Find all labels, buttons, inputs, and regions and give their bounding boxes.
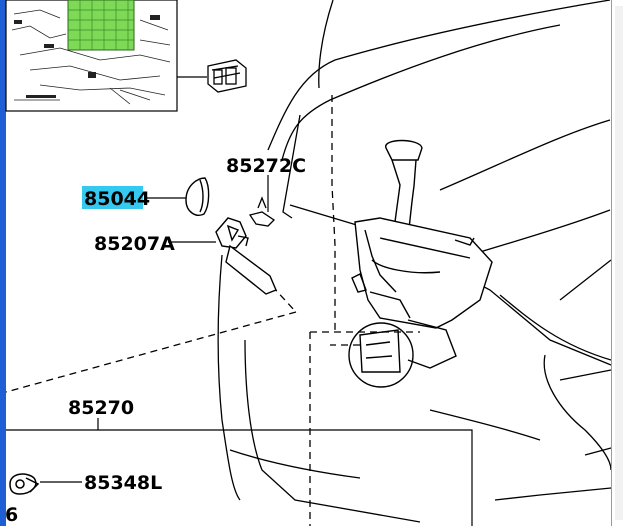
window-left-edge [0, 0, 6, 526]
part-label-85044[interactable]: 85044 [84, 188, 150, 210]
washer-tank-graphic [348, 139, 493, 388]
lens-part-graphic [185, 177, 210, 216]
clip-part-graphic [248, 196, 276, 227]
overview-thumbnail[interactable] [5, 0, 178, 112]
part-label-85348l[interactable]: 85348L [84, 472, 162, 494]
grommet-part-graphic [9, 473, 40, 495]
part-label-edge-6: 6 [5, 504, 18, 526]
connector-part-graphic [207, 59, 247, 93]
part-label-85270[interactable]: 85270 [68, 397, 134, 419]
part-label-85207a[interactable]: 85207A [94, 233, 175, 255]
highlight-85044 [82, 186, 143, 209]
dashed-leader-lines [5, 95, 420, 526]
scrollbar-track[interactable] [615, 6, 623, 520]
label-leaders [6, 175, 473, 526]
vertical-scrollbar[interactable] [611, 0, 625, 526]
nozzle-part-graphic [215, 217, 277, 295]
part-label-85272c[interactable]: 85272C [226, 155, 306, 177]
